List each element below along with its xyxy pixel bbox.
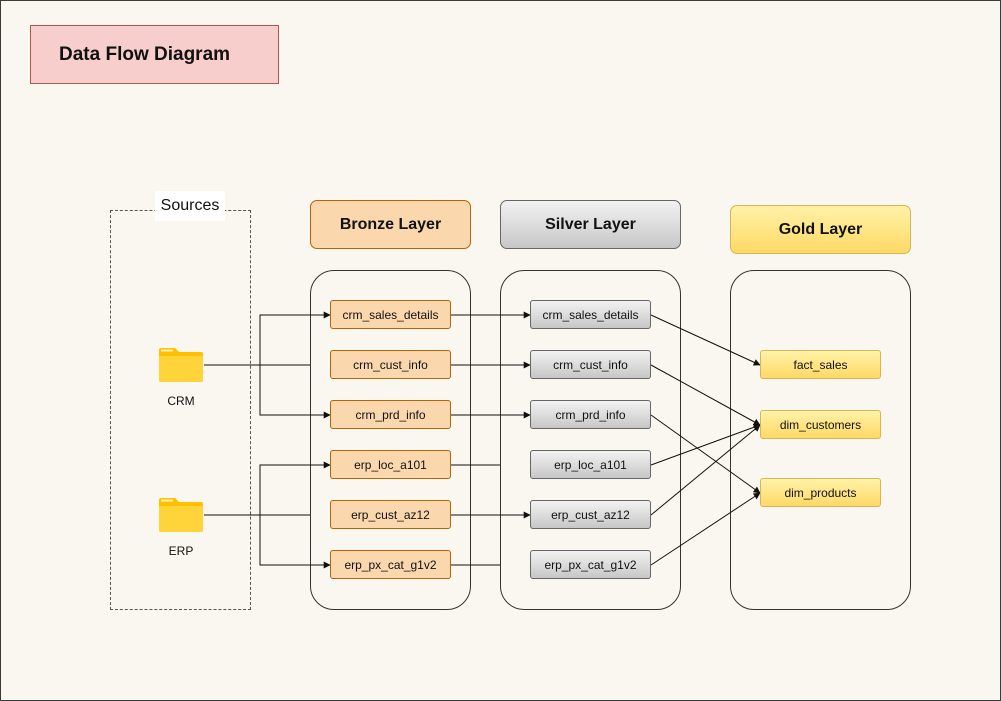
gold-node-fact-sales: fact_sales <box>760 350 881 379</box>
silver-node-crm-sales-details: crm_sales_details <box>530 300 651 329</box>
bronze-node-crm-prd-info: crm_prd_info <box>330 400 451 429</box>
silver-node-crm-prd-info: crm_prd_info <box>530 400 651 429</box>
silver-node-erp-cust-az12: erp_cust_az12 <box>530 500 651 529</box>
gold-layer-header: Gold Layer <box>730 205 911 254</box>
folder-icon <box>159 348 203 382</box>
bronze-node-erp-px-cat-g1v2: erp_px_cat_g1v2 <box>330 550 451 579</box>
edge-silver-crm_sales_details-to-gold-fact_sales <box>650 314 761 366</box>
edge-source-erp-to-bronze-erp_loc_a101 <box>259 461 331 515</box>
bronze-node-erp-cust-az12: erp_cust_az12 <box>330 500 451 529</box>
silver-node-crm-cust-info: crm_cust_info <box>530 350 651 379</box>
edge-silver-erp_loc_a101-to-gold-dim_customers <box>650 423 761 466</box>
gold-node-dim-customers: dim_customers <box>760 410 881 439</box>
edge-silver-crm_cust_info-to-gold-dim_customers <box>650 364 761 426</box>
source-label-crm: CRM <box>167 394 195 408</box>
diagram-title: Data Flow Diagram <box>30 25 279 84</box>
bronze-layer-header: Bronze Layer <box>310 200 471 249</box>
edge-silver-erp_cust_az12-to-gold-dim_customers <box>650 424 761 516</box>
edge-source-erp-to-bronze-erp_px_cat_g1v2 <box>259 515 331 569</box>
edge-silver-crm_prd_info-to-gold-dim_products <box>650 414 761 494</box>
bronze-node-erp-loc-a101: erp_loc_a101 <box>330 450 451 479</box>
gold-layer-container <box>730 270 911 610</box>
edge-source-crm-to-bronze-crm_sales_details <box>259 311 331 365</box>
gold-node-dim-products: dim_products <box>760 478 881 507</box>
bronze-node-crm-cust-info: crm_cust_info <box>330 350 451 379</box>
sources-label: Sources <box>155 191 225 221</box>
silver-node-erp-px-cat-g1v2: erp_px_cat_g1v2 <box>530 550 651 579</box>
silver-node-erp-loc-a101: erp_loc_a101 <box>530 450 651 479</box>
edge-source-crm-to-bronze-crm_prd_info <box>259 365 331 419</box>
folder-icon <box>159 498 203 532</box>
bronze-node-crm-sales-details: crm_sales_details <box>330 300 451 329</box>
source-label-erp: ERP <box>168 544 194 558</box>
silver-layer-header: Silver Layer <box>500 200 681 249</box>
edge-silver-erp_px_cat_g1v2-to-gold-dim_products <box>650 492 761 566</box>
